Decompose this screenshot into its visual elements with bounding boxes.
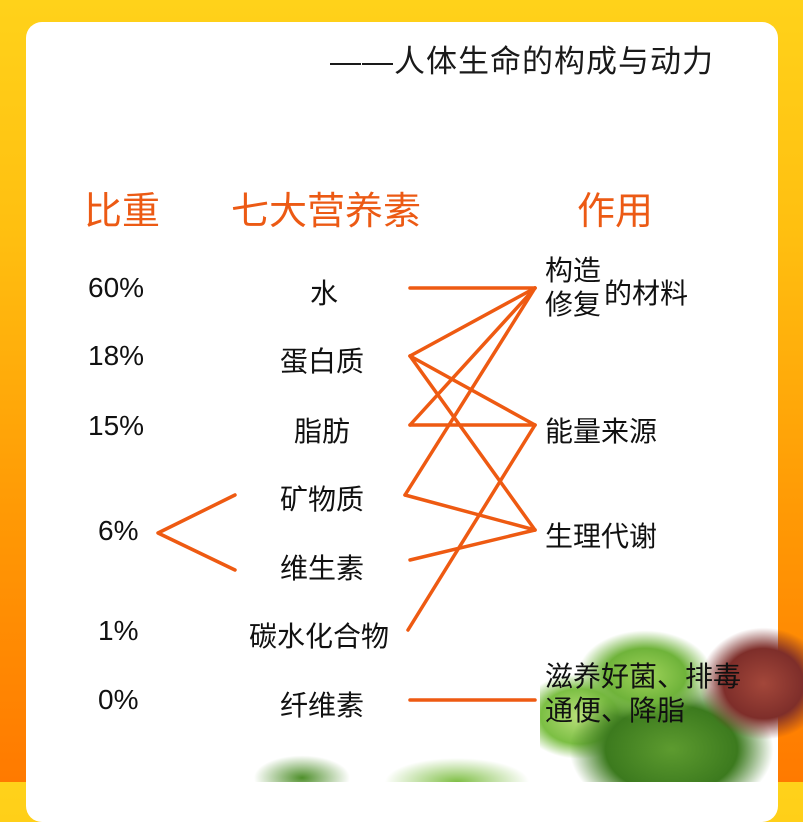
ratio-fat: 15% [88,410,145,441]
effect-metabolism: 生理代谢 [545,521,658,552]
nutrient-fat: 脂肪 [294,416,351,447]
effect-construct-repair-lines: 构造 修复 [545,254,601,322]
header-effects: 作用 [577,191,654,233]
nutrient-fiber: 纤维素 [280,690,365,721]
ratio-fiber: 0% [98,684,139,715]
header-ratio: 比重 [84,191,161,233]
ratio-carbohydrate: 1% [98,615,139,646]
nutrient-minerals: 矿物质 [280,484,365,515]
ratio-bracket [156,493,237,572]
effect-energy: 能量来源 [545,416,658,447]
subtitle: ——人体生命的构成与动力 [330,44,714,79]
link-fat-construct [408,286,537,427]
effect-fiber-line2: 通便、降脂 [545,695,686,726]
link-minerals-construct [403,286,537,497]
link-protein-construct [408,286,537,358]
link-minerals-metabolism [403,493,537,532]
effect-construct-label: 构造 [545,255,602,286]
vegetables-image [540,618,803,782]
nutrient-protein: 蛋白质 [280,346,365,377]
effect-repair-label: 修复 [545,289,602,320]
effect-material-label: 的材料 [604,278,689,309]
effect-fiber-line1: 滋养好菌、排毒 [545,661,742,692]
link-carbohydrate-energy [406,423,537,632]
nutrient-carbohydrate: 碳水化合物 [249,621,390,652]
nutrient-water: 水 [310,278,339,309]
link-protein-metabolism [408,354,537,532]
ratio-protein: 18% [88,340,145,371]
connection-lines [156,286,537,702]
nutrient-vitamins: 维生素 [280,553,365,584]
vegetables-image-bottom [240,740,550,782]
effect-fiber: 滋养好菌、排毒 通便、降脂 [545,660,741,728]
link-vitamins-metabolism [408,528,537,562]
ratio-minerals-vitamins: 6% [98,515,139,546]
ratio-water: 60% [88,272,145,303]
header-nutrients: 七大营养素 [231,191,422,233]
